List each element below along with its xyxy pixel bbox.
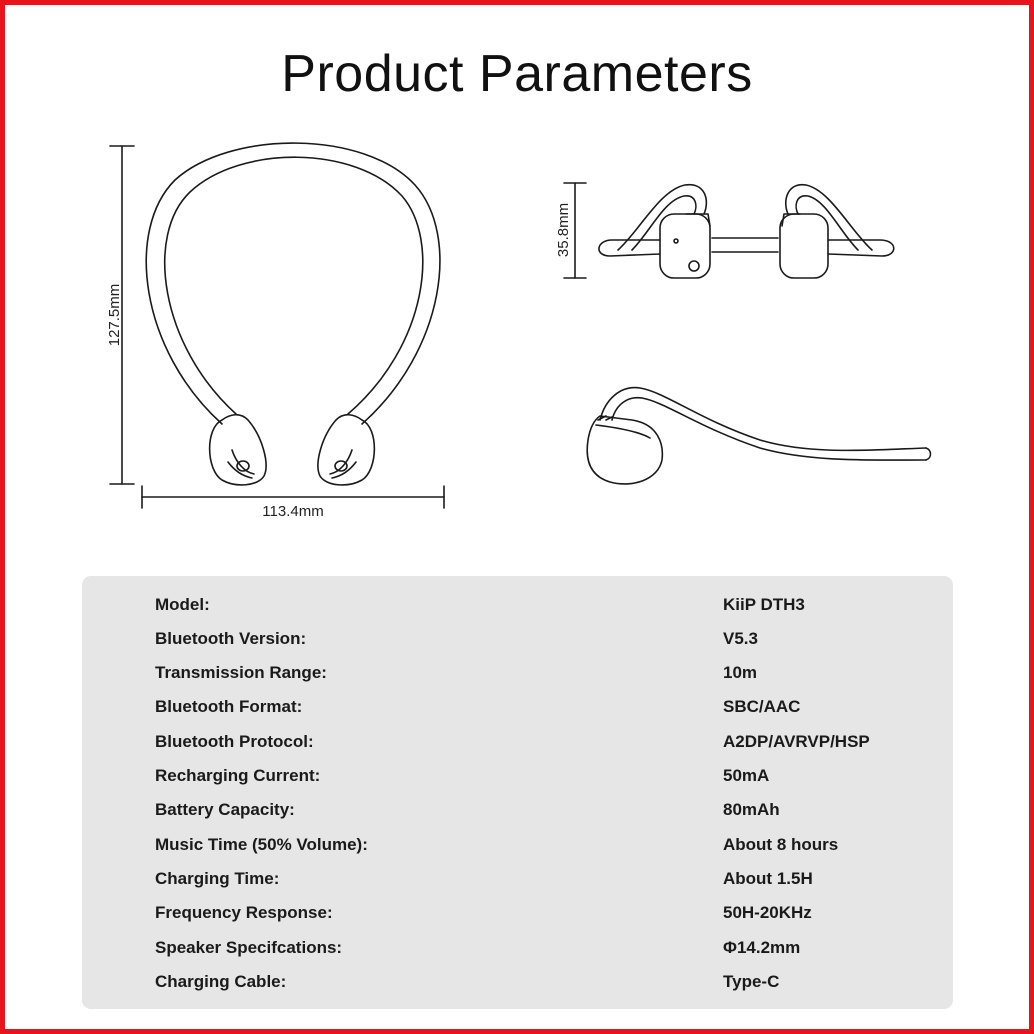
- spec-label: Battery Capacity:: [155, 800, 295, 819]
- spec-label: Bluetooth Version:: [155, 629, 307, 648]
- spec-value: About 1.5H: [723, 869, 813, 888]
- spec-row-bluetooth-version: Bluetooth Version: V5.3: [82, 629, 953, 659]
- spec-label: Charging Cable:: [155, 972, 287, 991]
- spec-row-charging-time: Charging Time: About 1.5H: [82, 869, 953, 899]
- spec-value: Type-C: [723, 972, 780, 991]
- height-dimension-line: [109, 145, 135, 485]
- spec-row-recharging-current: Recharging Current: 50mA: [82, 766, 953, 796]
- page-title: Product Parameters: [281, 45, 753, 103]
- side-height-dimension-line: [563, 182, 587, 279]
- spec-value: 50H-20KHz: [723, 903, 812, 922]
- spec-value: V5.3: [723, 629, 758, 648]
- headband-top-view: [598, 184, 895, 257]
- width-dimension-line: [141, 485, 445, 509]
- spec-label: Music Time (50% Volume):: [155, 835, 368, 854]
- spec-value: SBC/AAC: [723, 697, 801, 716]
- width-dimension-label: 113.4mm: [262, 503, 324, 520]
- headband-side-view: [599, 386, 932, 461]
- right-earpiece-front: [317, 413, 376, 486]
- spec-row-transmission-range: Transmission Range: 10m: [82, 663, 953, 693]
- spec-value: 80mAh: [723, 800, 780, 819]
- spec-row-speaker-specifications: Speaker Specifcations: Φ14.2mm: [82, 938, 953, 968]
- side-height-dimension-label: 35.8mm: [555, 202, 572, 258]
- spec-row-music-time: Music Time (50% Volume): About 8 hours: [82, 835, 953, 865]
- earpiece-side-view: [586, 415, 664, 485]
- spec-row-model: Model: KiiP DTH3: [82, 595, 953, 625]
- spec-label: Bluetooth Protocol:: [155, 732, 314, 751]
- spec-row-bluetooth-format: Bluetooth Format: SBC/AAC: [82, 697, 953, 727]
- right-earpiece-top: [779, 213, 829, 279]
- spec-label: Speaker Specifcations:: [155, 938, 343, 957]
- spec-label: Charging Time:: [155, 869, 280, 888]
- spec-label: Recharging Current:: [155, 766, 321, 785]
- spec-label: Bluetooth Format:: [155, 697, 303, 716]
- spec-row-bluetooth-protocol: Bluetooth Protocol: A2DP/AVRVP/HSP: [82, 732, 953, 762]
- spec-row-charging-cable: Charging Cable: Type-C: [82, 972, 953, 1002]
- spec-value: A2DP/AVRVP/HSP: [723, 732, 870, 751]
- spec-row-battery-capacity: Battery Capacity: 80mAh: [82, 800, 953, 830]
- spec-label: Transmission Range:: [155, 663, 327, 682]
- spec-value: Φ14.2mm: [723, 938, 801, 957]
- spec-label: Model:: [155, 595, 210, 614]
- spec-value: 50mA: [723, 766, 770, 785]
- spec-table: Model: KiiP DTH3 Bluetooth Version: V5.3…: [82, 576, 953, 1009]
- left-earpiece-front: [208, 413, 267, 486]
- spec-value: About 8 hours: [723, 835, 839, 854]
- spec-row-frequency-response: Frequency Response: 50H-20KHz: [82, 903, 953, 933]
- spec-value: KiiP DTH3: [723, 595, 805, 614]
- spec-value: 10m: [723, 663, 758, 682]
- spec-label: Frequency Response:: [155, 903, 333, 922]
- height-dimension-label: 127.5mm: [106, 283, 123, 347]
- headband-front-view: [145, 142, 441, 425]
- left-earpiece-top: [659, 213, 711, 279]
